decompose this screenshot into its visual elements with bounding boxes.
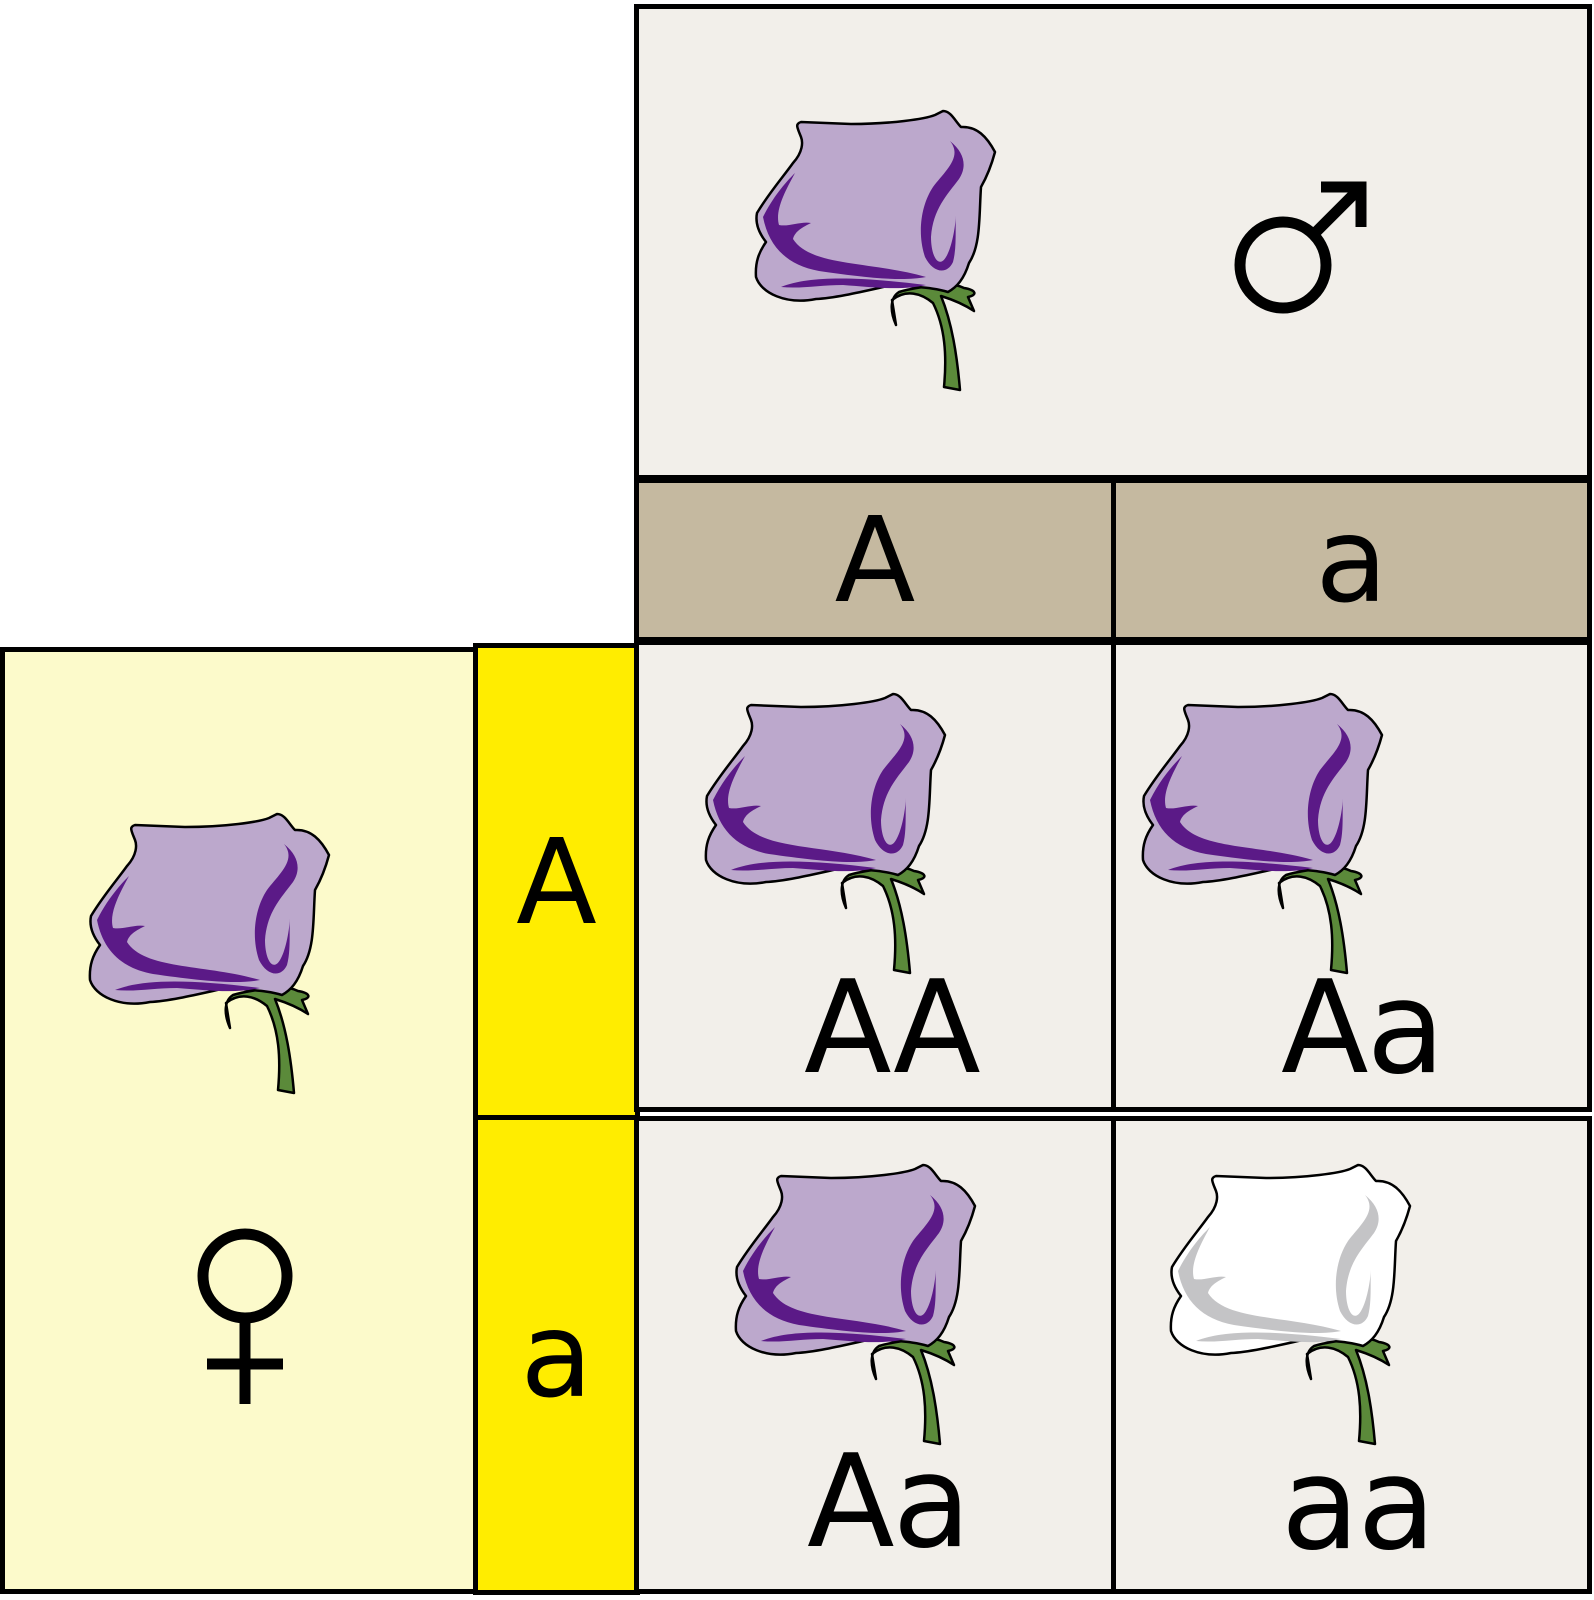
- male-allele-2: a: [1111, 478, 1592, 642]
- offspring-cell-aa: aa: [1111, 1116, 1592, 1594]
- female-symbol-icon: [197, 1228, 293, 1404]
- offspring-4-genotype: aa: [1281, 1430, 1436, 1579]
- male-allele-1-label: A: [834, 491, 916, 629]
- female-allele-2: a: [473, 1115, 640, 1595]
- offspring-cell-Aa-top: Aa: [1111, 640, 1592, 1112]
- offspring-1-flower-icon: [701, 680, 961, 980]
- offspring-cell-AA: AA: [634, 640, 1116, 1112]
- male-symbol-icon: [1234, 181, 1367, 314]
- female-allele-1-label: A: [516, 813, 597, 951]
- male-parent-flower-icon: [751, 97, 1011, 397]
- male-allele-1: A: [634, 478, 1116, 642]
- offspring-3-genotype: Aa: [807, 1428, 971, 1577]
- offspring-3-flower-icon: [731, 1151, 991, 1451]
- female-allele-2-label: a: [520, 1286, 593, 1424]
- female-parent-panel: [0, 647, 480, 1594]
- male-parent-panel: [634, 4, 1592, 480]
- offspring-2-flower-icon: [1138, 680, 1398, 980]
- offspring-2-genotype: Aa: [1281, 954, 1445, 1103]
- offspring-4-flower-icon: [1166, 1151, 1426, 1451]
- offspring-1-genotype: AA: [804, 954, 981, 1103]
- female-parent-flower-icon: [85, 800, 345, 1100]
- offspring-cell-Aa-bottom: Aa: [634, 1116, 1116, 1594]
- male-allele-2-label: a: [1315, 491, 1388, 629]
- female-allele-1: A: [473, 643, 640, 1121]
